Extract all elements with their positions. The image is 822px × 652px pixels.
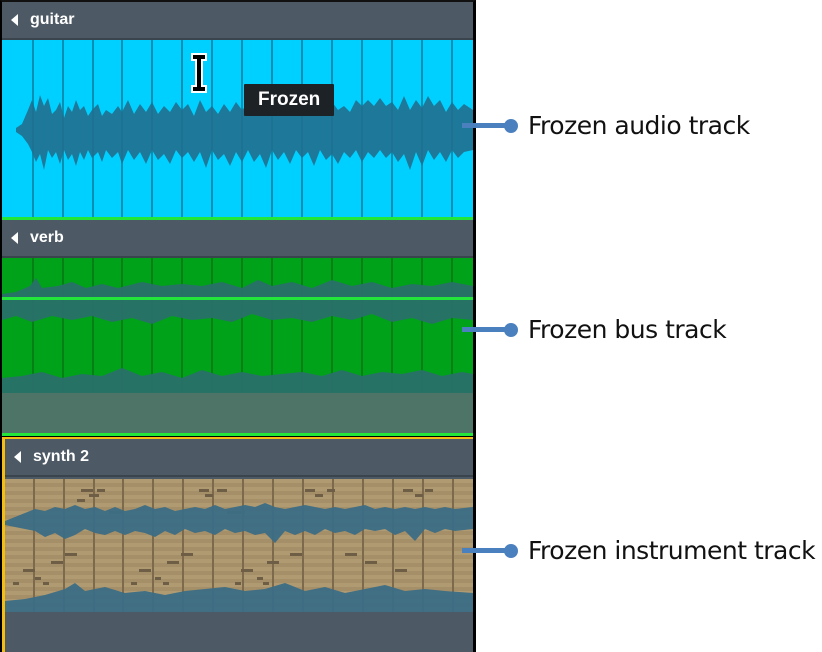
frozen-tooltip: Frozen [244, 84, 335, 116]
waveform [2, 258, 473, 393]
tracks-area: guitar Frozen [0, 0, 476, 652]
track-header-verb[interactable]: verb [2, 220, 473, 258]
empty-lane [2, 393, 473, 434]
track-name: guitar [30, 11, 75, 28]
track-synth-2[interactable]: synth 2 [2, 437, 473, 652]
callout-frozen-bus-track: Frozen bus track [462, 315, 727, 344]
track-name: synth 2 [33, 448, 90, 465]
waveform [5, 479, 473, 612]
disclosure-triangle-icon[interactable] [11, 14, 18, 26]
disclosure-triangle-icon[interactable] [14, 451, 21, 463]
track-divider [2, 217, 473, 220]
text-cursor-icon [190, 52, 208, 99]
bus-region-verb[interactable] [2, 258, 473, 393]
instrument-region-synth-2[interactable] [5, 479, 473, 612]
callout-frozen-instrument-track: Frozen instrument track [462, 536, 816, 565]
track-header-synth-2[interactable]: synth 2 [5, 439, 473, 477]
track-guitar[interactable]: guitar Frozen [2, 2, 473, 218]
waveform [16, 40, 473, 218]
callout-dot-icon [504, 543, 518, 558]
callout-dot-icon [504, 322, 518, 337]
disclosure-triangle-icon[interactable] [11, 232, 18, 244]
track-name: verb [30, 229, 64, 246]
track-verb[interactable]: verb [2, 220, 473, 434]
track-divider [2, 433, 473, 436]
callout-dot-icon [504, 118, 518, 133]
empty-lane [5, 612, 473, 652]
audio-region-guitar[interactable]: Frozen [2, 40, 473, 218]
callout-frozen-audio-track: Frozen audio track [462, 111, 750, 140]
track-header-guitar[interactable]: guitar [2, 2, 473, 40]
